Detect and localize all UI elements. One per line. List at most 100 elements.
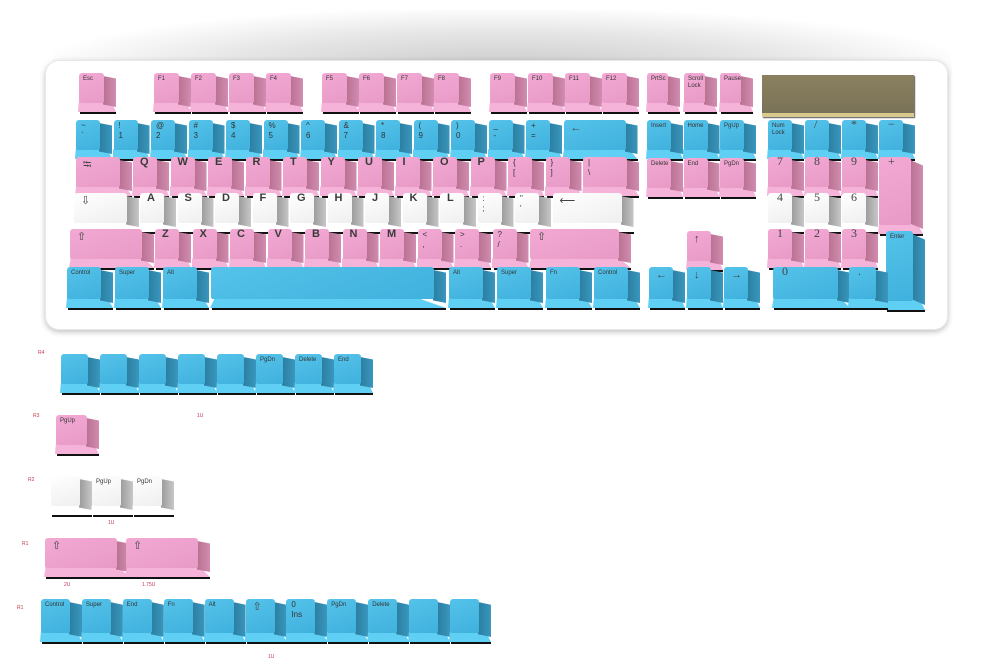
key-home-9[interactable]: L xyxy=(439,192,476,234)
arrow-left-key[interactable]: ← xyxy=(648,266,685,310)
key-p[interactable]: P xyxy=(469,156,507,198)
key-}[interactable]: } ] xyxy=(544,156,582,198)
extra-r1b-key-0[interactable]: Control xyxy=(40,598,82,644)
key-r[interactable]: R xyxy=(244,156,282,198)
key-bottom-5[interactable]: Super xyxy=(496,266,543,310)
key-home-8[interactable]: K xyxy=(401,192,439,234)
extra-r1b-key-10[interactable] xyxy=(449,598,491,644)
extra-r1b-key-5[interactable]: ⇧ xyxy=(244,598,287,644)
extra-2u-shift-key[interactable]: ⇧ xyxy=(44,537,129,579)
numpad-0[interactable]: Num Lock xyxy=(767,119,804,161)
extra-r2-key-1[interactable]: PgUp xyxy=(91,475,133,517)
key-home-0[interactable]: ⇩ xyxy=(73,192,139,234)
key-home[interactable]: Home xyxy=(682,119,720,161)
key-insert[interactable]: Insert xyxy=(646,119,683,161)
numpad-1[interactable]: 1 xyxy=(767,227,804,270)
extra-r1b-key-1[interactable]: Super xyxy=(80,598,123,644)
extra-r1b-key-8[interactable]: Delete xyxy=(367,598,410,644)
key-u[interactable]: U xyxy=(357,156,394,198)
key-home-3[interactable]: D xyxy=(214,192,251,234)
numpad-dot[interactable]: . xyxy=(848,265,888,310)
extra-r2-key-2[interactable]: PgDn xyxy=(132,475,174,517)
key-home-5[interactable]: G xyxy=(289,192,326,234)
extra-r3-key-0[interactable]: PgUp xyxy=(55,414,99,456)
key-home-6[interactable]: H xyxy=(326,192,364,234)
key-|[interactable]: | \ xyxy=(582,156,639,198)
key-q[interactable]: Q xyxy=(132,156,169,198)
key-t[interactable]: T xyxy=(282,156,319,198)
key-y[interactable]: Y xyxy=(319,156,357,198)
extra-r4-key-2[interactable] xyxy=(138,353,178,395)
numpad-6[interactable]: 6 xyxy=(841,191,878,234)
key-home-11[interactable]: " ' xyxy=(514,192,551,234)
spacebar[interactable] xyxy=(210,266,446,310)
extra-1-75u-shift-key[interactable]: ⇧ xyxy=(125,537,210,579)
key-o[interactable]: O xyxy=(432,156,469,198)
extra-r1b-key-9[interactable] xyxy=(408,598,451,644)
key-f7[interactable]: F7 xyxy=(396,72,434,114)
extra-r4-key-4[interactable] xyxy=(216,353,256,395)
key-shift-row-2[interactable]: X xyxy=(191,228,229,270)
key-bottom-4[interactable]: Alt xyxy=(448,266,495,310)
key-bottom-6[interactable]: Fn xyxy=(545,266,592,310)
key-home-12[interactable]: ⟵ xyxy=(551,192,634,234)
key-pgdn[interactable]: PgDn xyxy=(719,157,756,199)
extra-r1b-key-6[interactable]: 0 Ins xyxy=(285,598,328,644)
extra-r2-key-0[interactable] xyxy=(50,475,92,517)
key-f6[interactable]: F6 xyxy=(358,72,396,114)
key-{[interactable]: { [ xyxy=(507,156,544,198)
key-12[interactable]: + = xyxy=(525,119,562,161)
key-f12[interactable]: F12 xyxy=(601,72,639,114)
key-3[interactable]: # 3 xyxy=(187,119,225,161)
key-f10[interactable]: F10 xyxy=(527,72,565,114)
arrow-right-key[interactable]: → xyxy=(723,266,760,310)
key-e[interactable]: E xyxy=(207,156,244,198)
key-bottom-2[interactable]: Alt xyxy=(162,266,209,310)
key-f5[interactable]: F5 xyxy=(321,72,359,114)
key-9[interactable]: ( 9 xyxy=(412,119,450,161)
numpad-5[interactable]: 5 xyxy=(804,191,841,234)
key-bottom-7[interactable]: Control xyxy=(593,266,640,310)
numpad-0[interactable]: 0 xyxy=(772,265,850,310)
extra-r4-key-6[interactable]: Delete xyxy=(294,353,334,395)
key-f3[interactable]: F3 xyxy=(228,72,266,114)
key-4[interactable]: $ 4 xyxy=(225,119,262,161)
key-f11[interactable]: F11 xyxy=(564,72,602,114)
left-shift-key[interactable]: ⇧ xyxy=(69,228,154,270)
key-bottom-1[interactable]: Super xyxy=(114,266,161,310)
key-1[interactable]: ! 1 xyxy=(112,119,150,161)
arrow-down-key[interactable]: ↓ xyxy=(686,266,723,310)
key-0[interactable]: ~ ` xyxy=(75,119,112,161)
key-⭾[interactable]: ⭾ xyxy=(75,156,132,198)
key-shift-row-10[interactable]: ? / xyxy=(491,228,529,270)
extra-r4-key-7[interactable]: End xyxy=(333,353,373,395)
key-5[interactable]: % 5 xyxy=(262,119,300,161)
numpad-2[interactable]: * xyxy=(841,118,878,161)
extra-r1b-key-4[interactable]: Alt xyxy=(203,598,246,644)
numpad-8[interactable]: 8 xyxy=(804,155,841,198)
key-prtsc[interactable]: PrtSc xyxy=(646,72,680,114)
extra-r4-key-3[interactable] xyxy=(177,353,217,395)
key-10[interactable]: ) 0 xyxy=(450,119,487,161)
numpad-plus[interactable]: + xyxy=(878,155,923,236)
key-end[interactable]: End xyxy=(682,157,720,199)
key-shift-row-8[interactable]: < , xyxy=(416,228,454,270)
key-delete[interactable]: Delete xyxy=(646,157,683,199)
key-shift-row-7[interactable]: M xyxy=(379,228,416,270)
key-f9[interactable]: F9 xyxy=(489,72,527,114)
key-w[interactable]: W xyxy=(169,156,207,198)
key-home-10[interactable]: : ; xyxy=(476,192,514,234)
numpad-1[interactable]: / xyxy=(804,118,841,161)
extra-r4-key-1[interactable] xyxy=(99,353,139,395)
key-pgup[interactable]: PgUp xyxy=(719,119,756,161)
key-shift-row-5[interactable]: B xyxy=(304,228,341,270)
key-13[interactable]: ← xyxy=(562,119,638,161)
key-home-1[interactable]: A xyxy=(139,192,176,234)
key-2[interactable]: @ 2 xyxy=(150,119,187,161)
extra-r1b-key-3[interactable]: Fn xyxy=(162,598,205,644)
key-scroll-lock[interactable]: Scroll Lock xyxy=(683,72,717,114)
key-shift-row-4[interactable]: V xyxy=(266,228,304,270)
key-shift-row-9[interactable]: > . xyxy=(454,228,491,270)
key-shift-row-6[interactable]: N xyxy=(341,228,379,270)
key-i[interactable]: I xyxy=(394,156,432,198)
